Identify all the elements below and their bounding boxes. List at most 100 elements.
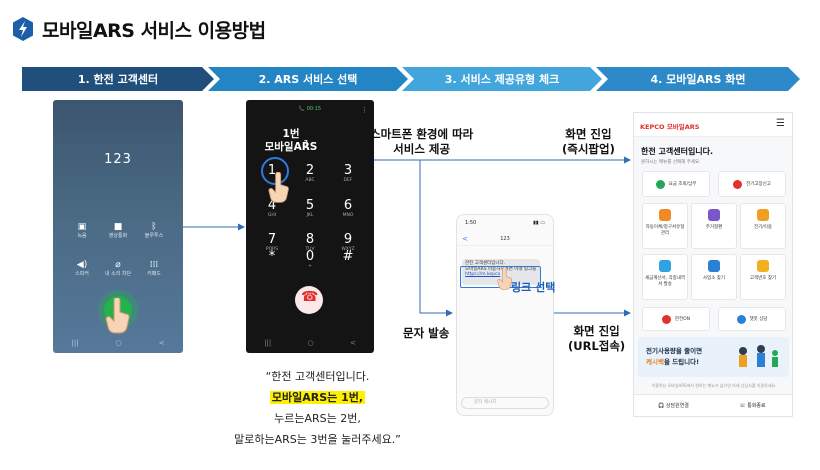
ars-menu-item[interactable]: 챗봇 상담 [718,307,786,331]
screen-entry-popup-label: 화면 진입 (즉시팝업) [562,127,615,156]
menu-item-label: 자동이체/청구서유형 관리 [645,225,685,236]
ars-logo: KEPCO 모바일ARS [640,123,700,131]
link-select-label: 링크 선택 [511,281,556,294]
ars-subtitle: 원하시는 메뉴를 선택해 주세요. [641,160,701,165]
arrow-to-sms [419,160,453,317]
step-banner: 1. 한전 고객센터 2. ARS 서비스 선택 3. 서비스 제공유형 체크 … [22,67,800,91]
dialed-digit: 1 [303,138,310,151]
mic-off-icon: ⌀ [115,260,121,270]
screen-entry-url-label: 화면 진입 (URL접속) [568,324,626,353]
end-call-button[interactable]: ☏ 통화종료 [739,403,766,409]
dialed-number: 123 [104,152,132,167]
record-button[interactable]: ▣녹음 [67,222,97,239]
record-icon: ▣ [77,222,87,232]
step-4-label: 4. 모바일ARS 화면 [650,73,746,86]
ars-menu-item[interactable]: 전기고장신고 [718,171,786,197]
agent-connect-button[interactable]: 🎧 상담원연결 [658,403,689,409]
signal-icon: ▮▮ ▭ [533,220,545,226]
banner-line-2: 캐시백을 드립니다! [646,358,700,366]
nav-bar: ||| ○ < [246,339,374,347]
back-icon[interactable]: < [462,235,468,243]
ars-menu-item[interactable]: 요금 조회/납부 [642,171,710,197]
banner-illustration [739,345,778,367]
key-hash[interactable]: # [342,249,354,264]
ars-menu-item[interactable]: 고객번호 찾기 [740,254,786,300]
ars-menu-item[interactable]: 전기/이용 [740,203,786,249]
ars-announcement: “한전 고객센터입니다. 모바일ARS는 1번, 누르는ARS는 2번, 말로하… [200,366,435,450]
menu-item-icon [757,260,769,272]
title-row: 모바일ARS 서비스 이용방법 [12,14,266,44]
call-status: 📞 00:15 [298,106,322,112]
mute-button[interactable]: ⌀내 소리 차단 [104,260,132,277]
ars-menu-item[interactable]: 자동이체/청구서유형 관리 [642,203,688,249]
back-icon[interactable]: < [158,339,165,347]
headset-icon: 🎧 [658,403,665,409]
hamburger-menu-icon[interactable]: ☰ [776,118,785,129]
bluetooth-icon: ᛒ [151,222,157,232]
home-icon[interactable]: ○ [307,339,314,347]
back-icon[interactable]: < [349,339,356,347]
quote-line-2-highlight: 모바일ARS는 1번, [269,391,366,404]
menu-item-label: 전기/이용 [753,225,773,230]
menu-item-label: 주거형편 [705,225,723,230]
menu-item-icon [736,314,746,324]
menu-item-label: 전기고장신고 [746,182,771,187]
quote-line-3: 누르는ARS는 2번, [274,412,361,425]
menu-item-label: 고객번호 찾기 [749,276,777,281]
phone-mobile-ars-screen: KEPCO 모바일ARS ☰ 한전 고객센터입니다. 원하시는 메뉴를 선택해 … [633,112,793,417]
hangup-icon: ☏ [739,403,746,409]
ars-menu-item[interactable]: 세금계산서, 각종내역서 발송 [642,254,688,300]
step-1-label: 1. 한전 고객센터 [77,73,159,86]
menu-item-label: 사업소 찾기 [702,276,726,281]
menu-item-icon [757,209,769,221]
step-4: 4. 모바일ARS 화면 [596,67,800,91]
ars-menu-item[interactable]: 한전ON [642,307,710,331]
keypad-icon: ⁞⁞⁞ [149,260,159,270]
end-call-button[interactable] [295,286,323,314]
tap-finger-icon [268,172,289,203]
keypad-button[interactable]: ⁞⁞⁞키패드 [139,260,169,277]
ars-menu-item[interactable]: 주거형편 [691,203,737,249]
menu-item-label: 챗봇 상담 [749,317,768,322]
video-call-button[interactable]: ■영상통화 [103,222,133,239]
speaker-icon: ◀) [76,260,88,270]
more-icon[interactable]: ⋮ [361,106,368,114]
sms-contact: 123 [500,236,510,242]
menu-item-icon [659,209,671,221]
cashback-banner[interactable]: 전기사용량을 줄이면 캐시백을 드립니다! [638,337,789,377]
nav-bar: ||| ○ < [53,339,183,347]
ars-fineprint: 이용하신 모바일ARS에서 원하는 메뉴가 없으면 아래 상담사를 이용하세요. [651,383,777,388]
tap-finger-icon [497,268,513,290]
key-0[interactable]: 0+ [305,249,315,270]
sms-input[interactable]: 문자 메시지 [461,397,549,409]
key-star[interactable]: * [268,249,276,264]
sms-link[interactable]: https://m.kepco [465,272,501,277]
ars-menu-item[interactable]: 사업소 찾기 [691,254,737,300]
quote-line-4: 말로하는ARS는 3번을 눌러주세요.” [234,433,401,446]
status-bar: 1:50 ▮▮ ▭ [465,220,545,226]
menu-item-label: 요금 조회/납부 [668,182,697,187]
menu-item-icon [655,179,665,189]
key-1[interactable]: 1 [267,163,277,178]
menu-item-icon [733,179,743,189]
lightning-icon [13,17,33,41]
home-icon[interactable]: ○ [115,339,122,347]
phone-sms-screen: 1:50 ▮▮ ▭ < 123 한전 고객센터입니다. 모바일ARS 이용하시려… [456,214,554,416]
recent-apps-icon[interactable]: ||| [264,339,272,347]
step-3: 3. 서비스 제공유형 체크 [402,67,602,91]
keypad-overlay-label: 1번 모바일ARS [264,128,318,153]
speaker-button[interactable]: ◀)스피커 [67,260,97,277]
ars-bottom-bar: 🎧 상담원연결 ☏ 통화종료 [634,394,792,416]
recent-apps-icon[interactable]: ||| [71,339,79,347]
menu-item-icon [708,209,720,221]
step-3-label: 3. 서비스 제공유형 체크 [444,73,560,86]
